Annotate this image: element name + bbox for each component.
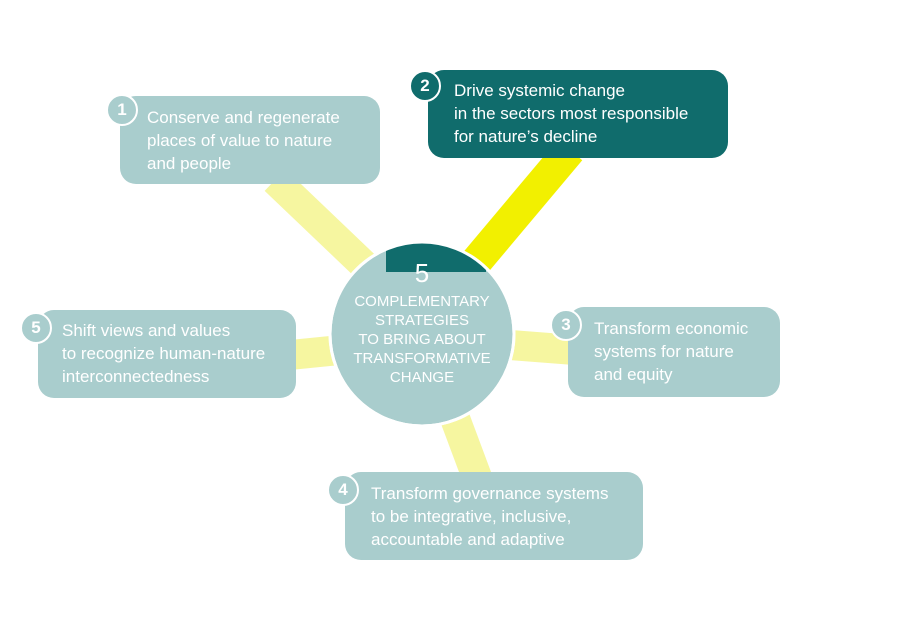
strategy-badge-4: 4 (327, 474, 359, 506)
center-line: CHANGE (389, 369, 455, 386)
strategy-1-line: Conserve and regenerate (147, 108, 340, 127)
strategy-box-3: Transform economic systems for nature an… (568, 307, 780, 397)
center-label: 5 COMPLEMENTARY STRATEGIES TO BRING ABOU… (327, 258, 517, 387)
strategy-4-line: to be integrative, inclusive, (371, 507, 572, 526)
strategy-5-line: interconnectedness (62, 367, 210, 386)
center-line: STRATEGIES (375, 312, 469, 329)
strategy-5-line: Shift views and values (62, 321, 231, 340)
strategy-badge-2: 2 (409, 70, 441, 102)
strategy-box-1: Conserve and regenerate places of value … (120, 96, 380, 184)
strategy-3-line: systems for nature (594, 342, 734, 361)
strategy-3-line: Transform economic (594, 319, 749, 338)
strategy-2-line: Drive systemic change (454, 81, 626, 100)
strategy-5-line: to recognize human-nature (62, 344, 266, 363)
strategy-2-line: in the sectors most responsible (454, 104, 689, 123)
center-line: TO BRING ABOUT (358, 331, 486, 348)
strategy-1-line: places of value to nature (147, 131, 333, 150)
strategy-4-line: accountable and adaptive (371, 530, 565, 549)
center-caption: COMPLEMENTARY STRATEGIES TO BRING ABOUT … (327, 292, 517, 387)
strategy-4-line: Transform governance systems (371, 484, 609, 503)
strategy-box-2: Drive systemic change in the sectors mos… (428, 70, 728, 158)
center-line: COMPLEMENTARY (354, 293, 490, 310)
center-line: TRANSFORMATIVE (353, 350, 491, 367)
strategy-3-line: and equity (594, 365, 673, 384)
center-number: 5 (414, 258, 430, 288)
connector-3 (508, 330, 577, 365)
strategy-badge-1: 1 (106, 94, 138, 126)
strategy-box-5: Shift views and values to recognize huma… (38, 310, 296, 398)
strategy-2-line: for nature’s decline (454, 127, 598, 146)
strategy-1-line: and people (147, 154, 232, 173)
strategy-badge-5: 5 (20, 312, 52, 344)
strategy-badge-3: 3 (550, 309, 582, 341)
strategy-box-4: Transform governance systems to be integ… (345, 472, 643, 560)
connector-2 (452, 139, 583, 286)
